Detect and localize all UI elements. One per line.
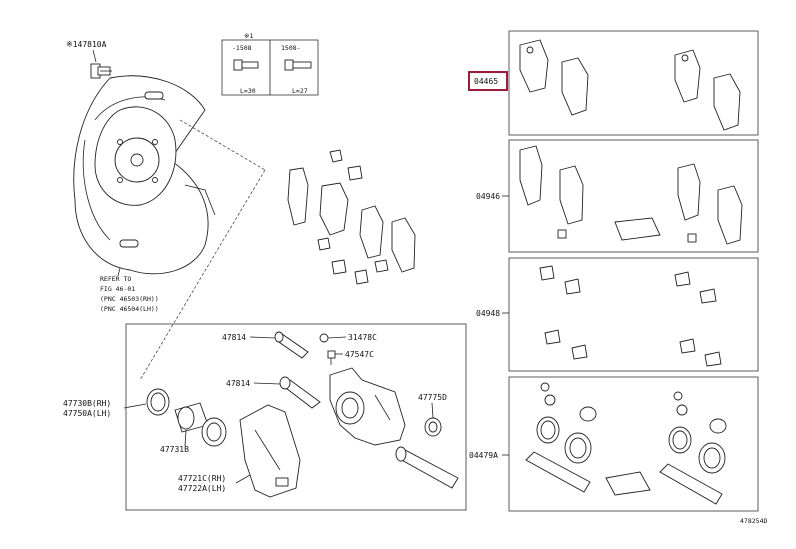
bolt-147810A[interactable]: [90, 63, 112, 79]
caliper-box: [125, 323, 467, 511]
refer-line-3: (PNC 46503(RH)): [100, 295, 159, 303]
caliper-body[interactable]: [329, 367, 406, 446]
label-04948[interactable]: 04948: [476, 309, 500, 318]
label-47722A[interactable]: 47722A(LH): [178, 484, 226, 493]
refer-note: REFER TO FIG 46-01 (PNC 46503(RH)) (PNC …: [100, 267, 159, 313]
highlight-04465: [468, 71, 508, 91]
label-04479A[interactable]: 04479A: [469, 451, 498, 460]
boot-47731B[interactable]: [201, 417, 227, 447]
note-box: ※1 -1508 1508- L=30 L=27: [221, 32, 319, 96]
label-04946[interactable]: 04946: [476, 192, 500, 201]
note-mark: ※1: [244, 32, 253, 40]
slide-pin[interactable]: [395, 446, 459, 489]
label-47731B[interactable]: 47731B: [160, 445, 189, 454]
guide-pin-47814-a[interactable]: [274, 331, 309, 359]
kit-box-04948: [508, 257, 759, 372]
label-47730B[interactable]: 47730B(RH): [63, 399, 111, 408]
backing-plate[interactable]: [73, 75, 216, 275]
guide-pin-47814-b[interactable]: [279, 376, 321, 409]
label-47814-b[interactable]: 47814: [226, 379, 250, 388]
label-04465[interactable]: 04465: [474, 77, 498, 86]
center-pads[interactable]: [287, 149, 416, 285]
refer-line-1: REFER TO: [100, 275, 131, 283]
label-47721C[interactable]: 47721C(RH): [178, 474, 226, 483]
leader-dashed-2: [139, 169, 266, 381]
piston-seal-47730B[interactable]: [146, 388, 170, 416]
pads-04946[interactable]: [519, 145, 743, 245]
kit-box-04465: [508, 30, 759, 136]
label-bolt-top[interactable]: ※147810A: [66, 40, 107, 49]
pads-04465[interactable]: [519, 39, 741, 131]
note-len-2: L=27: [292, 87, 308, 95]
note-len-1: L=30: [240, 87, 256, 95]
mounting-bracket-47721C[interactable]: [239, 404, 301, 498]
label-47775D[interactable]: 47775D: [418, 393, 447, 402]
seal-kit-04479A[interactable]: [525, 382, 727, 505]
label-31478C[interactable]: 31478C: [348, 333, 377, 342]
clips-04948[interactable]: [539, 265, 722, 367]
leader-dashed-1: [179, 119, 266, 171]
kit-box-04479A: [508, 376, 759, 512]
note-col-2: 1508-: [281, 44, 301, 52]
bleeder-screw-47547C[interactable]: [327, 350, 336, 365]
refer-line-2: FIG 46-01: [100, 285, 135, 293]
diagram-id: 478254D: [740, 517, 767, 525]
label-47750A[interactable]: 47750A(LH): [63, 409, 111, 418]
note-col-1: -1508: [232, 44, 252, 52]
piston-47731B[interactable]: [174, 402, 209, 433]
label-47547C[interactable]: 47547C: [345, 350, 374, 359]
refer-line-4: (PNC 46504(LH)): [100, 305, 159, 313]
label-47814-a[interactable]: 47814: [222, 333, 246, 342]
bleeder-cap-31478C[interactable]: [319, 333, 329, 343]
boot-47775D[interactable]: [424, 417, 442, 437]
